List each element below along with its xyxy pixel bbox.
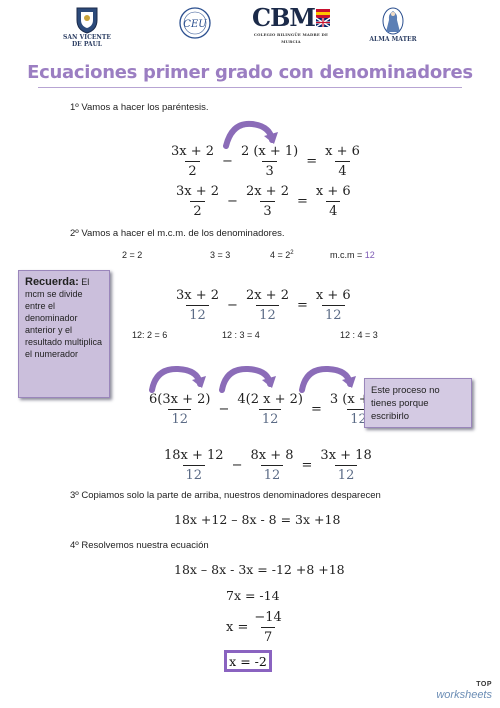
logo-alma-mater: ALMA MATER: [368, 6, 418, 43]
factor-4: 4 = 22: [270, 250, 294, 260]
recuerda-note: Recuerda: El mcm se divide entre el deno…: [18, 270, 110, 398]
ceu-seal-icon: CEU: [179, 7, 211, 39]
logo-cbm: CBM COLEGIO BILINGÜE MADRE DE MURCIA: [248, 6, 334, 45]
step-2-text: 2º Vamos a hacer el m.c.m. de los denomi…: [70, 228, 285, 239]
recuerda-label: Recuerda:: [25, 276, 79, 288]
svg-text:CEU: CEU: [183, 19, 207, 30]
factor-2: 2 = 2: [122, 250, 143, 260]
equation-numerators-only: 18x +12 – 8x - 8 = 3x +18: [174, 512, 341, 527]
equation-simplified: 7x = -14: [226, 588, 280, 603]
alma-mater-name: ALMA MATER: [369, 36, 417, 43]
alma-mater-virgin-icon: [382, 7, 404, 35]
final-answer: x = -2: [224, 650, 272, 672]
san-vicente-name-2: DE PAUL: [71, 41, 103, 48]
cbm-flags-icon: [315, 9, 330, 27]
top-worksheets-watermark: TOP worksheets: [436, 681, 492, 701]
proceso-note: Este proceso no tienes porque escribirlo: [364, 378, 472, 428]
arrow-multiply-1-icon: [149, 365, 206, 393]
fraction-term-2: 4(2 x + 2)12: [237, 392, 303, 427]
logo-ceu: CEU: [170, 6, 220, 40]
mcm-result: m.c.m = 12: [330, 250, 375, 260]
san-vicente-name: SAN VICENTE: [63, 34, 111, 41]
title-divider: [38, 87, 462, 88]
factor-3: 3 = 3: [210, 250, 231, 260]
division-c: 12 : 4 = 3: [340, 330, 378, 340]
logo-san-vicente: SAN VICENTE DE PAUL: [62, 6, 112, 48]
fraction-term-2: 2 (x + 1)3: [240, 144, 299, 179]
cbm-subtitle: COLEGIO BILINGÜE MADRE DE MURCIA: [253, 32, 329, 44]
arrow-distribute-1-icon: [223, 120, 278, 149]
recuerda-text: El mcm se divide entre el denominador an…: [25, 277, 103, 359]
page-title: Ecuaciones primer grado con denominadore…: [27, 62, 473, 83]
arrow-multiply-3-icon: [299, 365, 356, 393]
step-4-text: 4º Resolvemos nuestra ecuación: [70, 540, 209, 551]
cbm-logo-text: CBM: [252, 3, 316, 32]
step-1-text: 1º Vamos a hacer los paréntesis.: [70, 102, 209, 113]
fraction-term-1: 6(3x + 2)12: [149, 392, 211, 427]
equation-grouped: 18x – 8x - 3x = -12 +8 +18: [174, 562, 345, 577]
arrow-multiply-2-icon: [219, 365, 276, 393]
san-vicente-crest-icon: [76, 7, 98, 34]
division-b: 12 : 3 = 4: [222, 330, 260, 340]
equation-multiplied: 6(3x + 2)12 − 4(2 x + 2)12 = 3 (x + 6)12: [143, 392, 393, 427]
division-a: 12: 2 = 6: [132, 330, 168, 340]
step-3-text: 3º Copiamos solo la parte de arriba, nue…: [70, 490, 381, 501]
